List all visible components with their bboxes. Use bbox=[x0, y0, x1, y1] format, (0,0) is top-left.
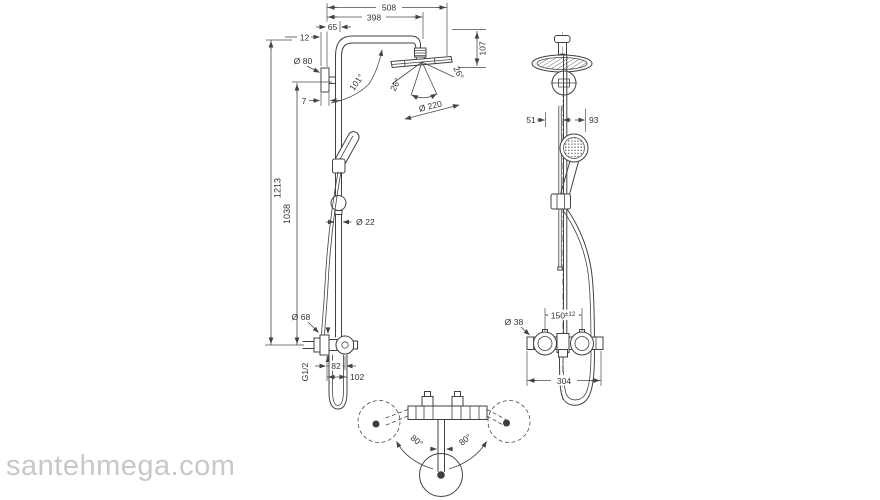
dim-connection-thread: G1/2 bbox=[300, 362, 310, 381]
shower-hose-side bbox=[559, 208, 595, 406]
slider bbox=[330, 195, 347, 215]
dim-swivel-left: 80° bbox=[409, 433, 425, 449]
dim-swivel-right: 80° bbox=[457, 432, 473, 448]
head-tilt-fan bbox=[391, 61, 455, 100]
swivel-positions: 80° 80° bbox=[357, 400, 531, 497]
dim-connection-distance: 150±12 bbox=[551, 310, 576, 320]
valve-knob bbox=[335, 335, 355, 355]
dim-valve-depth: 102 bbox=[350, 372, 365, 382]
dim-bracket-diameter: Ø 80 bbox=[294, 56, 313, 66]
dim-arm-width: 398 bbox=[367, 13, 382, 23]
dim-pipe-diameter: Ø 22 bbox=[356, 217, 375, 227]
dim-valve-width: 304 bbox=[557, 376, 572, 386]
dim-escutcheon-diameter: Ø 68 bbox=[292, 312, 311, 322]
thermostat-valve-side bbox=[526, 329, 604, 358]
dim-head-tilt-left: 26° bbox=[388, 77, 403, 93]
hand-shower-side bbox=[550, 133, 589, 210]
hand-shower-position-left bbox=[357, 400, 401, 443]
dim-hand-shower-offset: 93 bbox=[589, 115, 599, 125]
temperature-handle bbox=[533, 331, 557, 356]
hand-shower-position-center bbox=[419, 453, 463, 497]
dim-bracket-thickness: 7 bbox=[302, 96, 307, 106]
hand-shower-holder bbox=[332, 158, 346, 174]
dim-bar-offset: 51 bbox=[526, 115, 536, 125]
dim-valve-offset: 82 bbox=[331, 361, 341, 371]
watermark: santehmega.com bbox=[6, 450, 236, 482]
wall-bracket bbox=[320, 67, 336, 93]
valve-body-top bbox=[407, 391, 488, 420]
dim-valve-diameter: Ø 38 bbox=[505, 317, 524, 327]
hand-shower-holder-side bbox=[550, 193, 571, 210]
shower-arm bbox=[335, 35, 427, 62]
dim-total-width: 508 bbox=[382, 3, 397, 13]
dim-connection-distance-value: 150 bbox=[551, 310, 566, 320]
hand-shower-front bbox=[332, 131, 360, 174]
dim-connection-tolerance: ±12 bbox=[565, 311, 576, 318]
dim-head-drop: 107 bbox=[478, 41, 488, 56]
front-dimensions: 508 398 65 12 Ø 80 7 101° bbox=[265, 2, 488, 382]
thermostat-valve-front bbox=[302, 334, 358, 356]
valve-escutcheon bbox=[319, 334, 330, 356]
hand-shower-position-right bbox=[487, 400, 531, 443]
dim-head-tilt-right: 26° bbox=[451, 65, 466, 81]
dim-head-diameter: Ø 220 bbox=[418, 98, 443, 113]
side-dimensions: 51 93 Ø 38 150±12 304 bbox=[505, 109, 602, 386]
dim-bar-height: 1038 bbox=[282, 204, 292, 224]
dim-bracket-offset: 12 bbox=[300, 32, 310, 42]
dim-wall-offset: 65 bbox=[328, 22, 338, 32]
front-view: 508 398 65 12 Ø 80 7 101° bbox=[265, 2, 488, 410]
side-view: 51 93 Ø 38 150±12 304 bbox=[505, 32, 604, 406]
overhead-shower-side bbox=[531, 54, 593, 73]
shower-hose-front bbox=[321, 171, 348, 410]
volume-handle bbox=[570, 331, 594, 356]
dim-total-height: 1213 bbox=[273, 178, 283, 198]
top-view: 80° 80° bbox=[357, 391, 531, 497]
